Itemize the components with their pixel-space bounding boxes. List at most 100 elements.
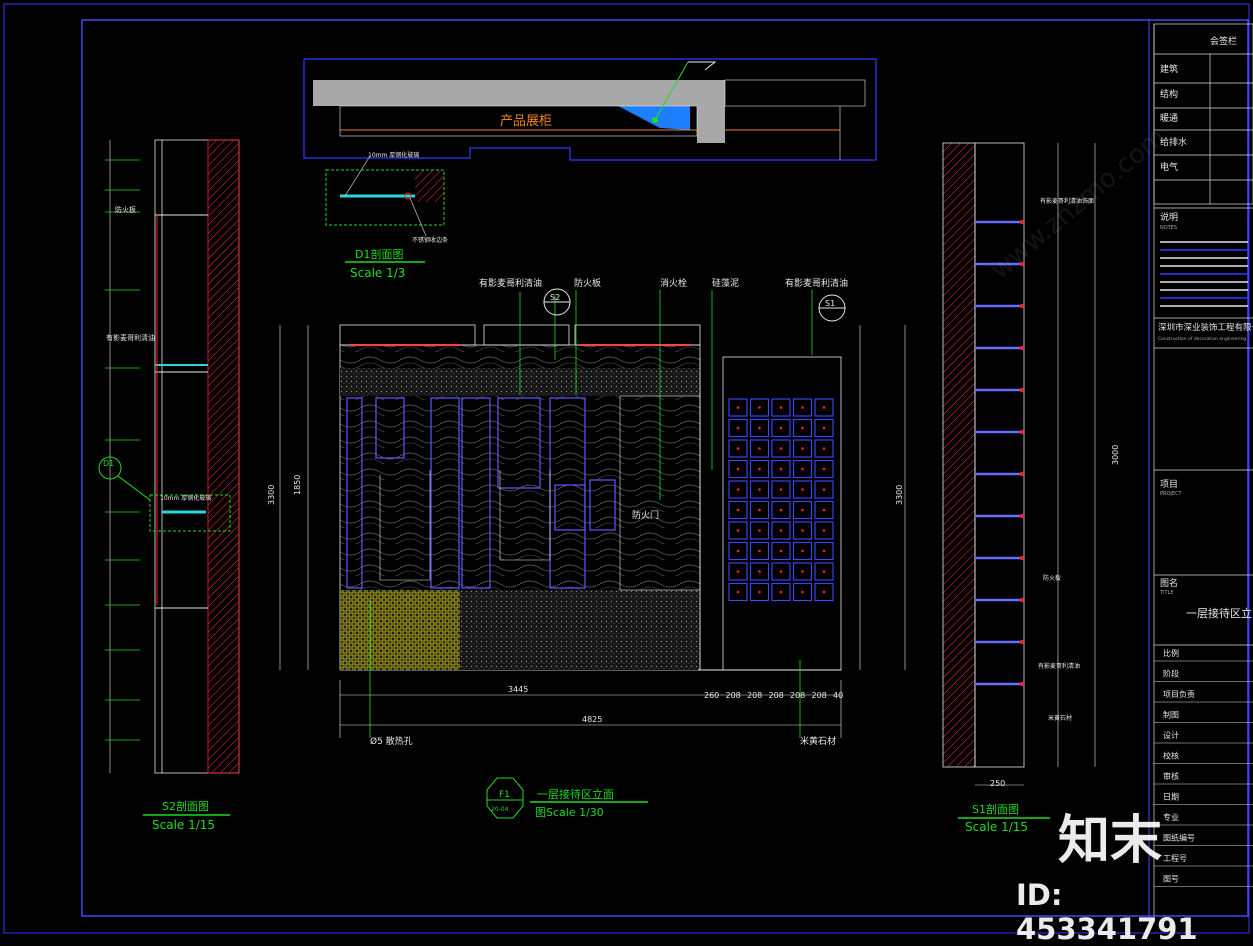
hydrant-cell [792, 480, 813, 499]
s2-note-fire: 防火板 [115, 205, 136, 214]
hydrant-dot [736, 467, 740, 471]
s2-note-glass: 10mm 厚钢化玻璃 [160, 494, 211, 502]
elev-label-fireproof-door: 防火门 [632, 509, 659, 521]
hydrant-cell [814, 459, 834, 479]
plan-label: 产品展柜 [500, 114, 552, 129]
s2-title: S2剖面图 [162, 799, 209, 813]
d1-title: D1剖面图 [355, 247, 403, 261]
hydrant-dot [758, 488, 761, 491]
hydrant-cell [728, 459, 748, 479]
d1-note-trim: 不锈钢收边条 [412, 236, 448, 244]
elev-label-fire: 防火板 [574, 277, 601, 289]
s1-shelf-pin [1020, 220, 1024, 224]
hydrant-cell [814, 582, 834, 602]
hydrant-cell [792, 439, 813, 458]
tb-field-8: 专业 [1163, 812, 1179, 822]
hydrant-dot [822, 549, 826, 553]
discipline-2: 暖通 [1160, 112, 1178, 124]
project-sub: PROJECT [1160, 491, 1183, 497]
hydrant-cell [749, 439, 770, 458]
hydrant-dot [779, 549, 783, 553]
hydrant-dot [758, 508, 761, 512]
s1-shelf-pin [1020, 304, 1024, 308]
hydrant-dot [801, 467, 804, 471]
hydrant-cell [771, 439, 791, 458]
hydrant-cell [771, 521, 791, 540]
hydrant-cell [792, 562, 813, 581]
hydrant-cell [728, 521, 748, 540]
hydrant-dot [801, 488, 804, 491]
hydrant-dot [736, 570, 740, 573]
hydrant-dot [801, 590, 804, 594]
s1-note-top: 有影麦哥利清油饰面 [1040, 197, 1094, 205]
s1-width: 250 [990, 779, 1005, 788]
hydrant-dot [758, 406, 761, 409]
elev-title: 一层接待区立面 [537, 787, 614, 801]
hydrant-dot [822, 447, 826, 450]
hydrant-cell [749, 418, 770, 438]
watermark-logo: 知末 [1058, 811, 1163, 871]
elev-scale: 图Scale 1/30 [535, 806, 604, 819]
tb-field-2: 项目负责 [1163, 689, 1195, 699]
s1-shelf-pin [1020, 514, 1024, 518]
hydrant-cell [792, 459, 813, 479]
hydrant-cell [814, 521, 834, 540]
d1-section: 10mm 厚钢化玻璃 不锈钢收边条 D1剖面图 Scale 1/3 [325, 151, 448, 280]
company-en: Construction of decoration engineering [1158, 336, 1246, 342]
dim-right-4: 208 [790, 691, 805, 700]
hydrant-cell [749, 582, 770, 602]
s2-note-oil: 有影麦哥利清油 [106, 333, 155, 342]
s2-section: D1 防火板 有影麦哥利清油 10mm 厚钢化玻璃 S2剖面图 Scale 1/… [98, 139, 240, 832]
dim-right-1: 208 [726, 691, 741, 700]
hydrant-cell [728, 418, 748, 438]
section-marker-s1: S1 [825, 299, 835, 308]
dim-right-height: 3300 [895, 485, 904, 505]
hydrant-cell [792, 582, 813, 602]
hydrant-cell [749, 459, 770, 479]
hydrant-dot [758, 549, 761, 553]
hydrant-dot [736, 549, 740, 553]
hydrant-dot [758, 447, 761, 450]
elev-label-hydrant: 消火栓 [660, 277, 687, 289]
s1-shelf-pin [1020, 388, 1024, 392]
hydrant-dot [736, 529, 740, 532]
s2-scale: Scale 1/15 [152, 818, 215, 832]
hydrant-cell [814, 480, 834, 499]
hydrant-dot [822, 406, 826, 409]
s1-shelf-pin [1020, 472, 1024, 476]
drawing-name: 一层接待区立面 [1186, 606, 1253, 620]
hydrant-cell [749, 480, 770, 499]
hydrant-dot [758, 590, 761, 594]
hydrant-cell [728, 439, 748, 458]
tb-field-5: 校核 [1163, 751, 1179, 761]
elev-label-hole: Ø5 散热孔 [370, 735, 413, 747]
hydrant-dot [779, 426, 783, 430]
hydrant-cell [792, 521, 813, 540]
hydrant-cell [814, 562, 834, 581]
s1-scale: Scale 1/15 [965, 820, 1028, 834]
tb-field-4: 设计 [1163, 730, 1179, 740]
hydrant-dot [779, 467, 783, 471]
hydrant-cell [771, 582, 791, 602]
hydrant-dot [801, 529, 804, 532]
hydrant-cell [749, 521, 770, 540]
tb-field-0: 比例 [1163, 648, 1179, 658]
hydrant-dot [779, 406, 783, 409]
hydrant-cell [814, 398, 834, 417]
hydrant-cell [814, 439, 834, 458]
hydrant-dot [822, 426, 826, 430]
s1-shelf-pin [1020, 430, 1024, 434]
tb-field-11: 图号 [1163, 875, 1179, 884]
hydrant-cell [771, 480, 791, 499]
elev-tag-sub: 20-04 [491, 806, 509, 813]
hydrant-cell [792, 541, 813, 561]
hydrant-dot [779, 529, 783, 532]
hydrant-dot [822, 508, 826, 512]
hydrant-cell [792, 398, 813, 417]
hydrant-cell [728, 582, 748, 602]
hydrant-cell [771, 562, 791, 581]
dim-left-width: 3445 [508, 685, 528, 694]
hydrant-cell [749, 562, 770, 581]
hydrant-dot [736, 447, 740, 450]
hydrant-cell [728, 480, 748, 499]
